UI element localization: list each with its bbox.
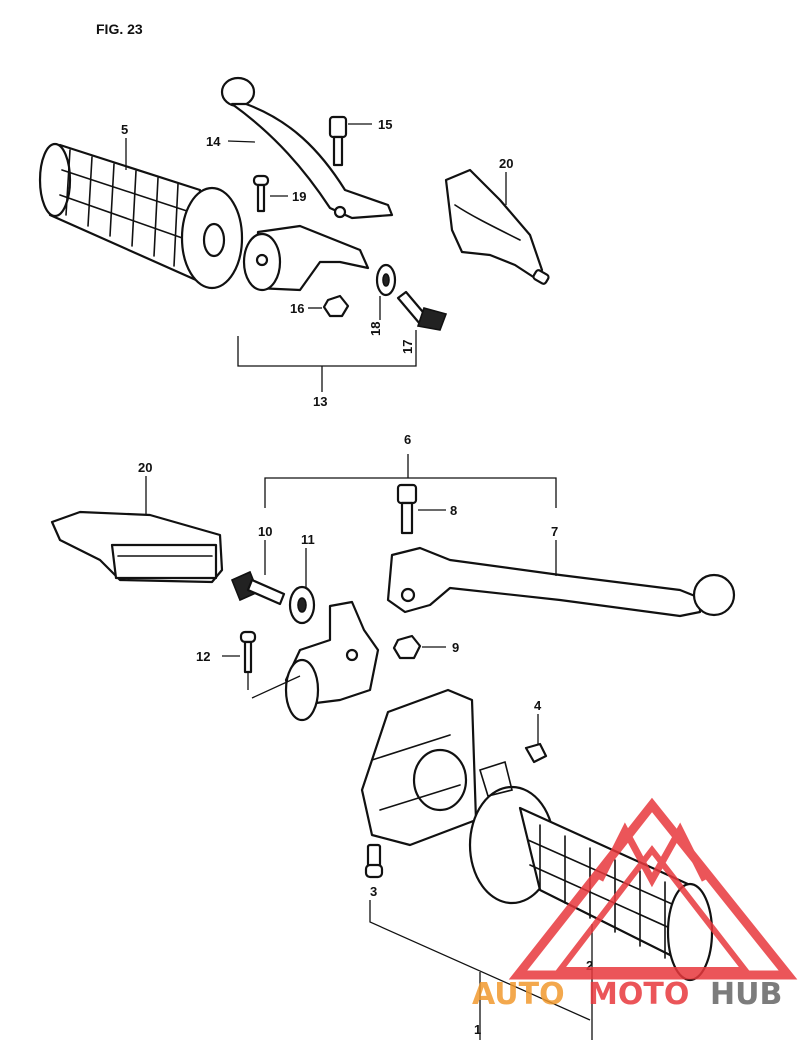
label-10: 10 bbox=[258, 524, 272, 539]
label-6: 6 bbox=[404, 432, 411, 447]
part-12-screw bbox=[239, 630, 257, 674]
part-3-screw bbox=[364, 843, 384, 879]
figure-title: FIG. 23 bbox=[96, 21, 143, 37]
part-18-washer bbox=[375, 263, 397, 297]
bracket-6 bbox=[264, 454, 557, 508]
part-8-bolt bbox=[396, 483, 418, 535]
watermark-text-hub: HUB bbox=[710, 977, 782, 1012]
watermark-text-moto: MOTO bbox=[588, 977, 689, 1012]
label-20-middle: 20 bbox=[138, 460, 152, 475]
label-18: 18 bbox=[368, 322, 383, 336]
label-9: 9 bbox=[452, 640, 459, 655]
label-12: 12 bbox=[196, 649, 210, 664]
part-19-screw bbox=[252, 174, 270, 213]
part-labels: 5 14 15 19 20 16 18 17 13 6 20 8 10 11 7… bbox=[121, 117, 593, 1037]
part-4-pin bbox=[524, 742, 548, 764]
label-17: 17 bbox=[400, 340, 415, 354]
part-20-cover-top bbox=[444, 168, 550, 285]
watermark-triangle-logo-icon bbox=[508, 797, 798, 980]
label-19: 19 bbox=[292, 189, 306, 204]
part-10-bolt bbox=[230, 570, 286, 606]
label-16: 16 bbox=[290, 301, 304, 316]
leader-12 bbox=[247, 672, 301, 699]
part-20-cover-middle bbox=[50, 510, 224, 584]
part-2-throttle-grip bbox=[468, 760, 714, 982]
part-11-washer bbox=[288, 585, 316, 625]
label-8: 8 bbox=[450, 503, 457, 518]
throttle-housing bbox=[360, 688, 478, 847]
part-16-nut bbox=[322, 294, 350, 318]
part-15-bolt bbox=[328, 115, 348, 167]
bracket-13 bbox=[237, 336, 417, 392]
part-9-nut bbox=[392, 634, 422, 660]
part-7-lever bbox=[386, 546, 736, 618]
label-7: 7 bbox=[551, 524, 558, 539]
label-4: 4 bbox=[534, 698, 542, 713]
label-20-top: 20 bbox=[499, 156, 513, 171]
watermark: AUTO MOTO HUB bbox=[472, 797, 798, 1012]
label-2: 2 bbox=[586, 958, 593, 973]
lever-bracket-middle bbox=[284, 600, 380, 722]
label-14: 14 bbox=[206, 134, 221, 149]
bracket-1 bbox=[369, 900, 593, 1040]
label-13: 13 bbox=[313, 394, 327, 409]
watermark-text-auto: AUTO bbox=[472, 977, 565, 1012]
label-15: 15 bbox=[378, 117, 392, 132]
label-11: 11 bbox=[301, 532, 315, 547]
label-5: 5 bbox=[121, 122, 128, 137]
part-14-lever bbox=[220, 76, 394, 220]
label-1: 1 bbox=[474, 1022, 481, 1037]
label-3: 3 bbox=[370, 884, 377, 899]
part-17-bolt bbox=[396, 290, 448, 331]
part-5-grip-left bbox=[38, 142, 244, 290]
leader-lines bbox=[125, 123, 557, 744]
part-13-lever-bracket bbox=[242, 224, 370, 292]
